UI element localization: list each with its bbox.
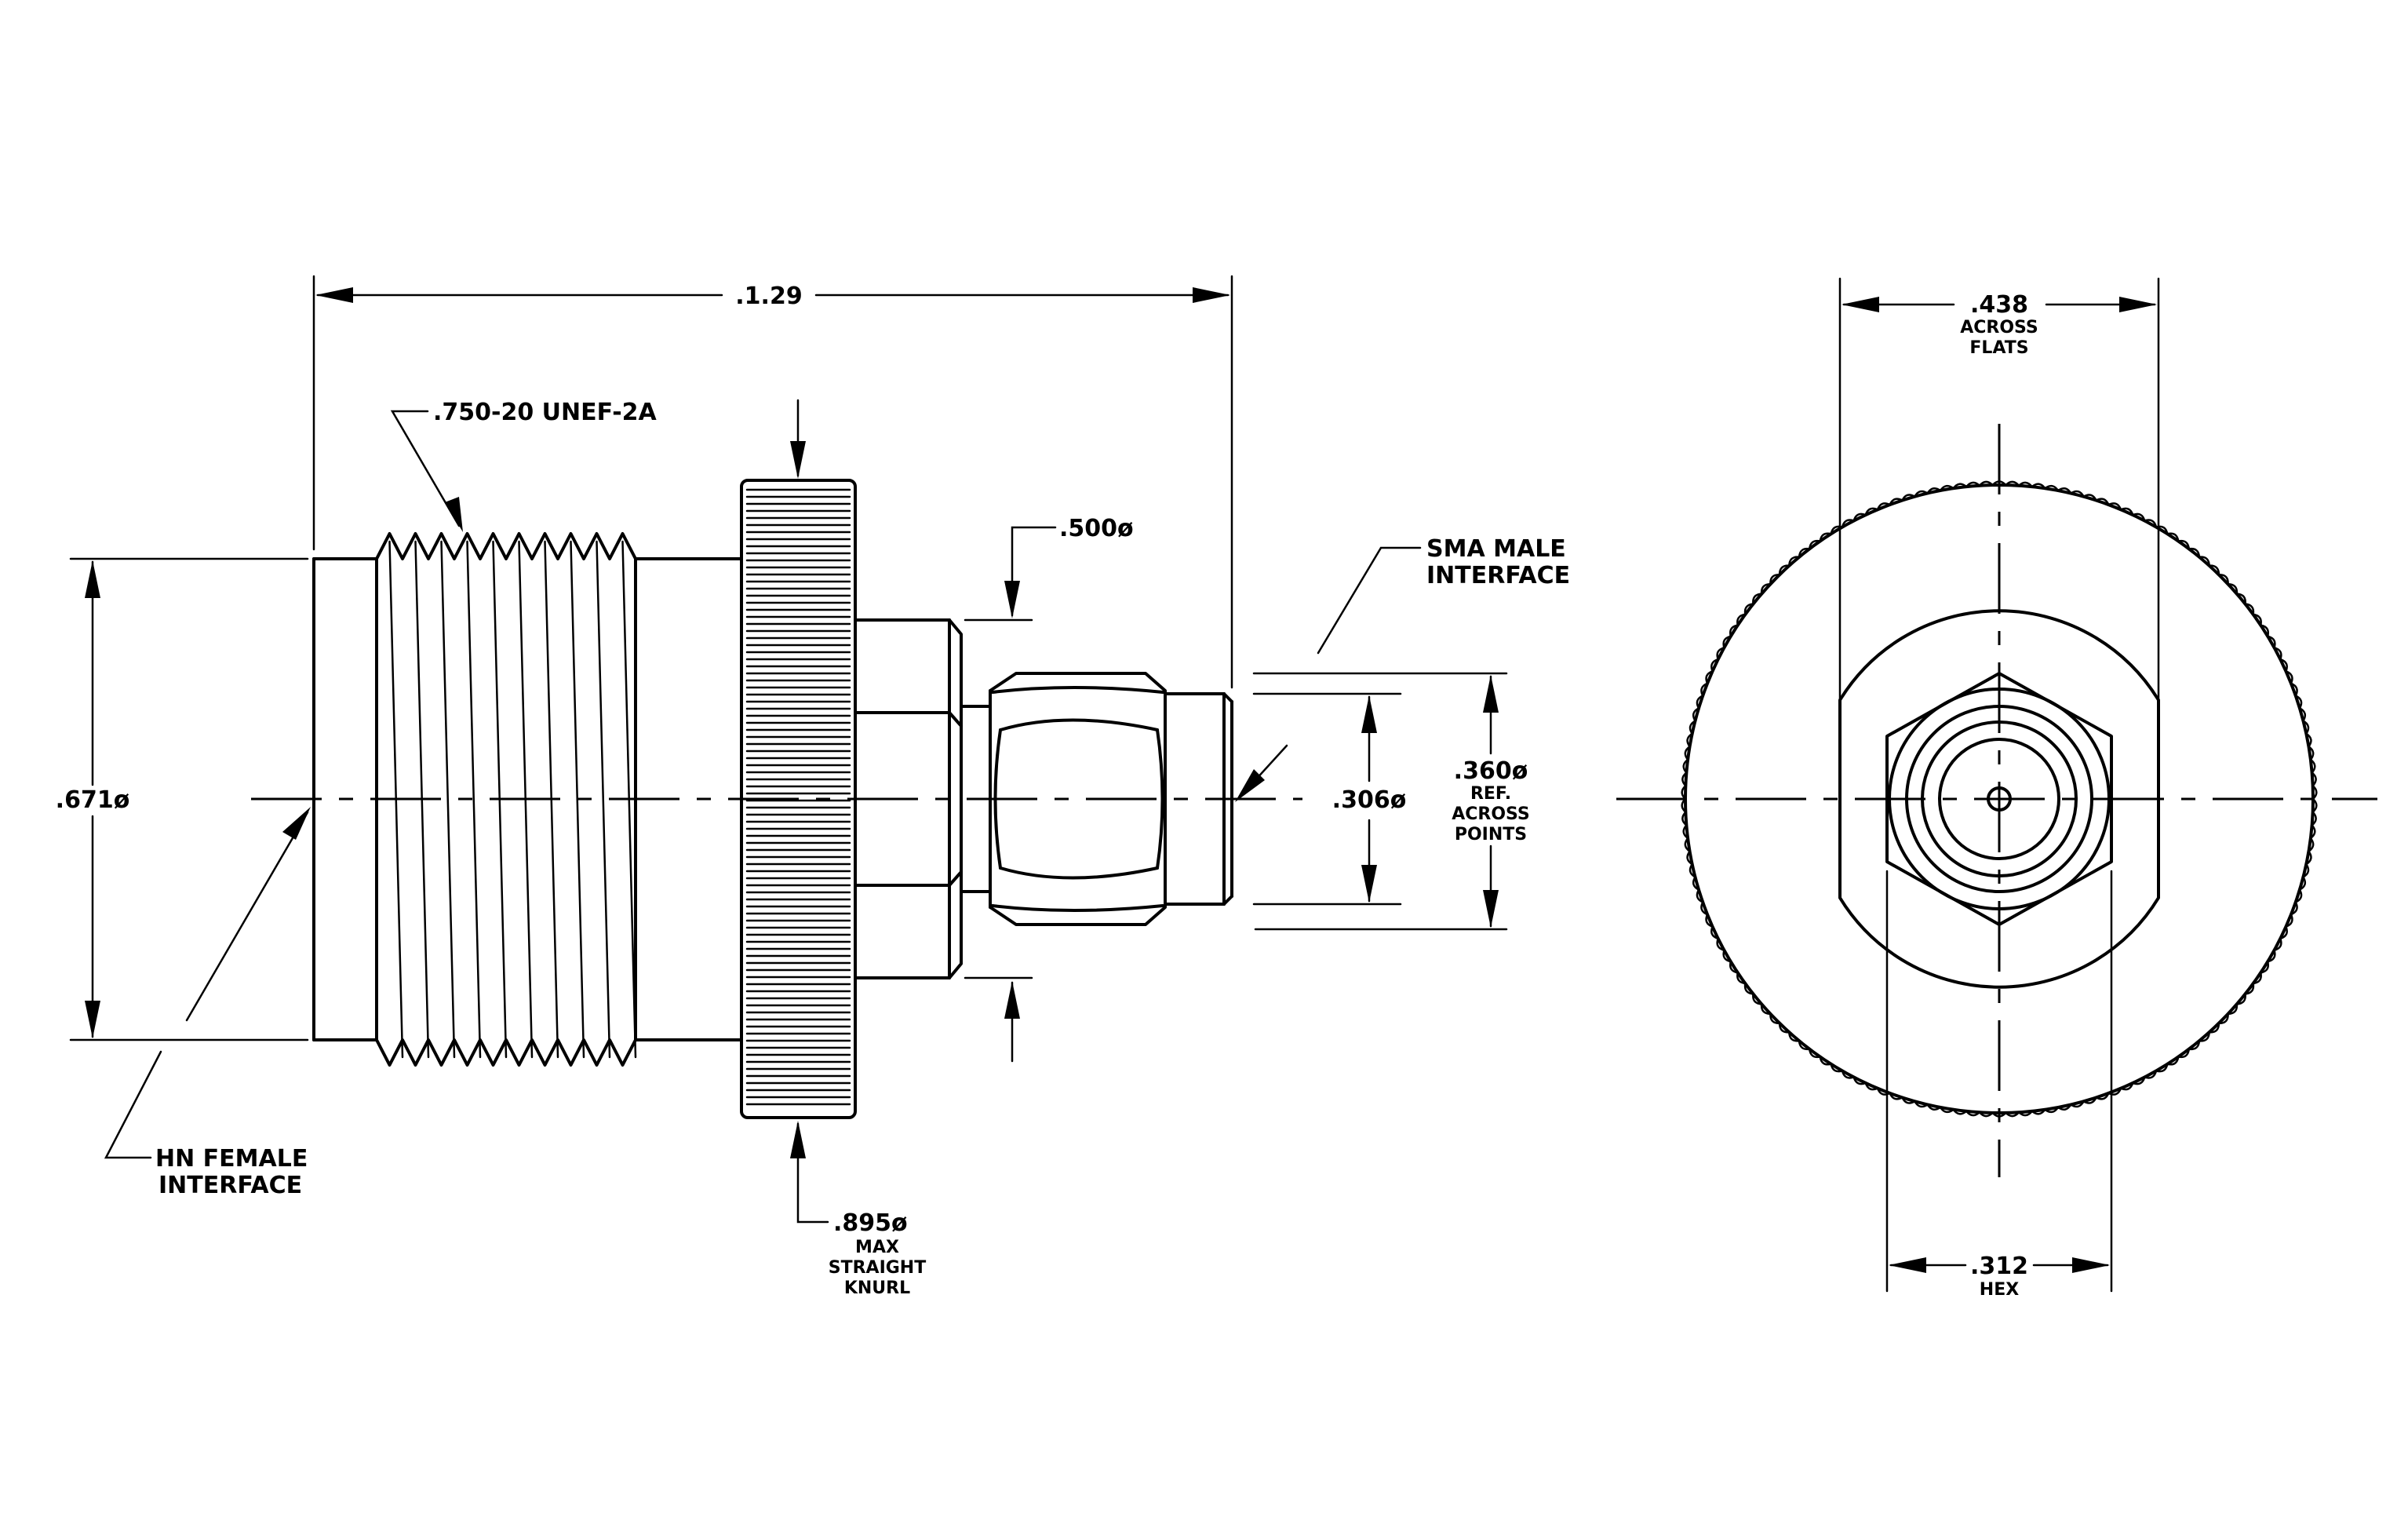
thread-crest-top [375, 532, 637, 560]
center-pin [1987, 786, 2012, 812]
thread-line [466, 540, 482, 1059]
hex-label: .312 [1970, 1253, 2028, 1280]
thread-callout-label: .750-20 UNEF-2A [433, 399, 658, 426]
across-flats-note-1: ACROSS [1960, 318, 2038, 337]
thread-line [570, 540, 585, 1059]
dim-sma-dia: .306ø [1252, 692, 1407, 906]
dim-thread-callout: .750-20 UNEF-2A [390, 399, 658, 532]
across-points-note-1: REF. [1470, 784, 1511, 804]
knurl-pattern [740, 479, 857, 1119]
sma-hex-nut [989, 672, 1167, 926]
knurl-note-1: MAX [855, 1238, 899, 1257]
across-points-note-2: ACROSS [1452, 804, 1530, 824]
knurl-note-2: STRAIGHT [829, 1258, 926, 1278]
thread-line [518, 540, 534, 1059]
across-flats-note-2: FLATS [1969, 338, 2028, 358]
hex-inscribed [1888, 688, 2111, 910]
hn-body [312, 557, 378, 1041]
sma-male-callout: SMA MALE INTERFACE [1235, 535, 1570, 802]
across-points-dia-label: .360ø [1454, 757, 1528, 785]
dim-hex: .312 HEX [1885, 870, 2113, 1300]
thread-line [544, 540, 559, 1059]
hn-callout-line2: INTERFACE [158, 1172, 302, 1199]
body-dia-label: .671ø [56, 786, 130, 814]
side-view: .1.29 .750-20 UNEF-2A .671ø HN FEMALE IN… [56, 275, 1570, 1298]
across-flats-label: .438 [1970, 291, 2028, 319]
sma-callout-line1: SMA MALE [1426, 535, 1566, 563]
dim-across-flats: .438 ACROSS FLATS [1838, 277, 2160, 702]
thread-line [596, 540, 611, 1059]
hn-callout-line1: HN FEMALE [155, 1145, 308, 1173]
sma-callout-line2: INTERFACE [1426, 562, 1570, 589]
thread-line [621, 540, 637, 1059]
sma-tail [1164, 692, 1233, 906]
sma-dia-label: .306ø [1332, 786, 1407, 814]
knurl-teeth [1681, 480, 2318, 1118]
overall-length-label: .1.29 [735, 283, 802, 310]
hex-step-dia-label: .500ø [1059, 515, 1134, 542]
hex-nut [1885, 672, 2113, 926]
thread-pattern [375, 532, 637, 1067]
hex-step-body [854, 618, 992, 979]
across-points-note-3: POINTS [1455, 825, 1527, 844]
thread-line [388, 540, 404, 1059]
thread-line [414, 540, 430, 1059]
knurl-circle [1681, 480, 2318, 1118]
knurl-dia-label: .895ø [833, 1209, 908, 1237]
hn-female-callout: HN FEMALE INTERFACE [104, 807, 311, 1199]
dim-hex-step-dia: .500ø [964, 515, 1134, 1063]
dim-knurl-dia: .895ø MAX STRAIGHT KNURL [790, 399, 926, 1298]
thread-line [440, 540, 456, 1059]
end-view: .438 ACROSS FLATS .312 HEX [1616, 277, 2377, 1300]
collar [634, 557, 743, 1041]
dim-across-points: .360ø REF. ACROSS POINTS [1252, 672, 1530, 931]
flats-outline [1838, 609, 2160, 989]
dim-overall-length: .1.29 [312, 275, 1233, 689]
dim-body-dia: .671ø [56, 557, 309, 1041]
knurl-note-3: KNURL [844, 1278, 910, 1298]
hex-note: HEX [1980, 1280, 2019, 1300]
thread-line [492, 540, 508, 1059]
